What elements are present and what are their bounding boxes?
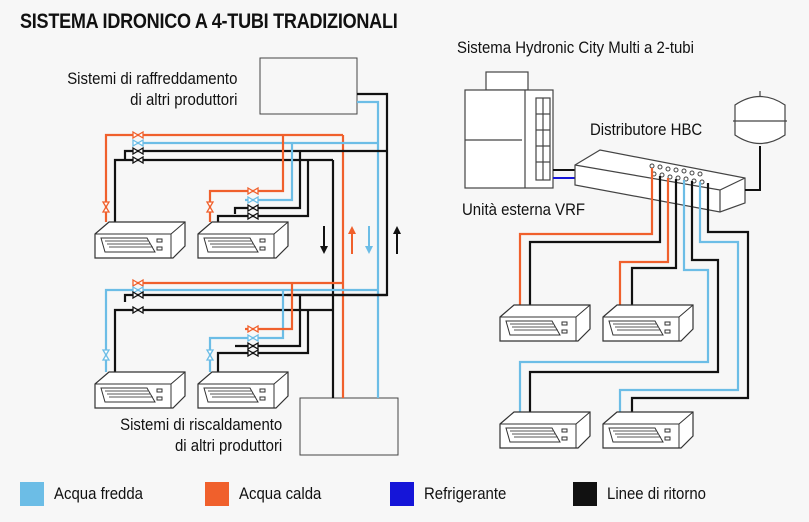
- legend-item-return-lines: Linee di ritorno: [573, 482, 719, 506]
- legend-item-cold-water: Acqua fredda: [20, 482, 155, 506]
- diagram-title: SISTEMA IDRONICO A 4-TUBI TRADIZIONALI: [20, 10, 398, 33]
- hbc-distributor-label: Distributore HBC: [590, 120, 703, 139]
- heating-label-line2: di altri produttori: [174, 436, 282, 455]
- legend-label: Refrigerante: [424, 484, 507, 503]
- heating-systems-label: Sistemi di riscaldamento di altri produt…: [120, 414, 282, 456]
- legend-label: Acqua fredda: [54, 484, 144, 503]
- legend-label: Acqua calda: [239, 484, 322, 503]
- vrf-outdoor-unit-label: Unità esterna VRF: [462, 200, 586, 219]
- cooling-label-line1: Sistemi di raffreddamento: [66, 69, 237, 88]
- fan-coil-unit: [94, 221, 186, 259]
- fan-coil-unit: [197, 221, 289, 259]
- legend-swatch: [390, 482, 414, 506]
- fan-coil-unit: [499, 304, 591, 342]
- legend-label: Linee di ritorno: [607, 484, 706, 503]
- fan-coil-unit: [602, 411, 694, 449]
- fan-coil-unit: [499, 411, 591, 449]
- legend-item-refrigerant: Refrigerante: [390, 482, 518, 506]
- expansion-tank: [733, 91, 787, 191]
- hydronic-system-title: Sistema Hydronic City Multi a 2-tubi: [457, 38, 694, 57]
- vrf-outdoor-unit: [464, 71, 554, 189]
- legend-item-hot-water: Acqua calda: [205, 482, 333, 506]
- legend-swatch: [573, 482, 597, 506]
- flow-arrows: [320, 226, 401, 254]
- legend-swatch: [205, 482, 229, 506]
- cooling-systems-label: Sistemi di raffreddamento di altri produ…: [67, 68, 237, 110]
- fan-coil-unit: [197, 371, 289, 409]
- legend-swatch: [20, 482, 44, 506]
- heating-label-line1: Sistemi di riscaldamento: [119, 415, 282, 434]
- cooling-label-line2: di altri produttori: [129, 90, 237, 109]
- valves: [101, 131, 259, 361]
- fan-coil-unit: [602, 304, 694, 342]
- heating-plant-box: [299, 397, 399, 456]
- cooling-plant-box: [259, 57, 358, 115]
- fan-coil-unit: [94, 371, 186, 409]
